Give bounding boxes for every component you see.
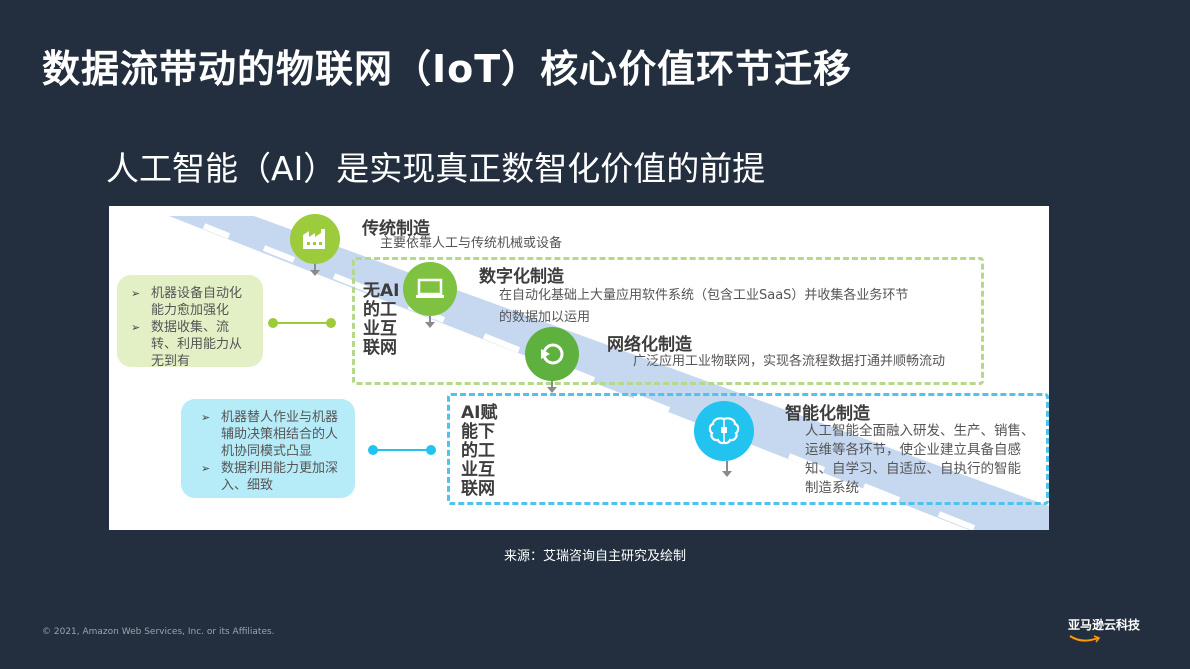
- stage-desc-intelligent-line2: 运维等各环节，使企业建立具备自感: [805, 442, 1021, 458]
- laptop-icon: [403, 262, 457, 316]
- group-box-no-ai: [352, 257, 984, 385]
- note-no-ai-item: 机器设备自动化能力愈加强化: [131, 285, 251, 319]
- stage-desc-intelligent-line3: 知、自学习、自适应、自执行的智能: [805, 461, 1021, 477]
- stage-desc-digital-line2: 的数据加以运用: [499, 310, 591, 325]
- smile-arrow-icon: [1069, 635, 1101, 643]
- slide-title: 数据流带动的物联网（IoT）核心价值环节迁移: [42, 47, 853, 91]
- note-no-ai-item: 数据收集、流转、利用能力从无到有: [131, 319, 251, 370]
- source-caption: 来源：艾瑞咨询自主研究及绘制: [503, 549, 686, 564]
- stage-desc-intelligent-line4: 制造系统: [805, 480, 859, 496]
- brain-icon: [694, 401, 754, 461]
- pin-traditional: [310, 264, 320, 276]
- pin-networked: [547, 381, 557, 393]
- stage-desc-networked: 广泛应用工业物联网，实现各流程数据打通并顺畅流动: [633, 354, 946, 369]
- connector-no-ai: [268, 318, 336, 328]
- connector-dot: [268, 318, 278, 328]
- connector-ai: [368, 445, 436, 455]
- factory-icon: [290, 214, 340, 264]
- pin-digital: [425, 316, 435, 328]
- stage-title-intelligent: 智能化制造: [785, 404, 870, 424]
- note-no-ai: 机器设备自动化能力愈加强化 数据收集、流转、利用能力从无到有: [117, 275, 263, 370]
- logo-text: 亚马逊云科技: [1068, 618, 1141, 632]
- stage-title-networked: 网络化制造: [607, 335, 692, 355]
- note-ai-item: 数据利用能力更加深入、细致: [201, 460, 343, 494]
- stage-title-digital: 数字化制造: [479, 267, 564, 287]
- stage-desc-intelligent-line1: 人工智能全面融入研发、生产、销售、: [805, 423, 1035, 439]
- brand-logo: 亚马逊云科技: [1068, 616, 1140, 644]
- group-label-ai: AI赋能下的工业互联网: [461, 403, 498, 499]
- copyright-text: © 2021, Amazon Web Services, Inc. or its…: [42, 627, 275, 637]
- stage-desc-traditional: 主要依靠人工与传统机械或设备: [380, 236, 563, 251]
- cycle-icon: [525, 327, 579, 381]
- connector-dot: [326, 318, 336, 328]
- pin-intelligent: [722, 461, 732, 477]
- stage-desc-digital-line1: 在自动化基础上大量应用软件系统（包含工业SaaS）并收集各业务环节: [499, 288, 909, 303]
- stage-title-traditional: 传统制造: [362, 219, 430, 239]
- group-box-ai: [447, 393, 1049, 505]
- diagram-panel: 传统制造 主要依靠人工与传统机械或设备 数字化制造 在自动化基础上大量应用软件系…: [109, 206, 1049, 530]
- note-ai-item: 机器替人作业与机器辅助决策相结合的人机协同模式凸显: [201, 409, 343, 460]
- connector-dot: [368, 445, 378, 455]
- note-ai: 机器替人作业与机器辅助决策相结合的人机协同模式凸显 数据利用能力更加深入、细致: [181, 399, 355, 498]
- slide-subtitle: 人工智能（AI）是实现真正数智化价值的前提: [106, 149, 766, 188]
- group-label-no-ai: 无AI的工业互联网: [363, 281, 400, 358]
- connector-dot: [426, 445, 436, 455]
